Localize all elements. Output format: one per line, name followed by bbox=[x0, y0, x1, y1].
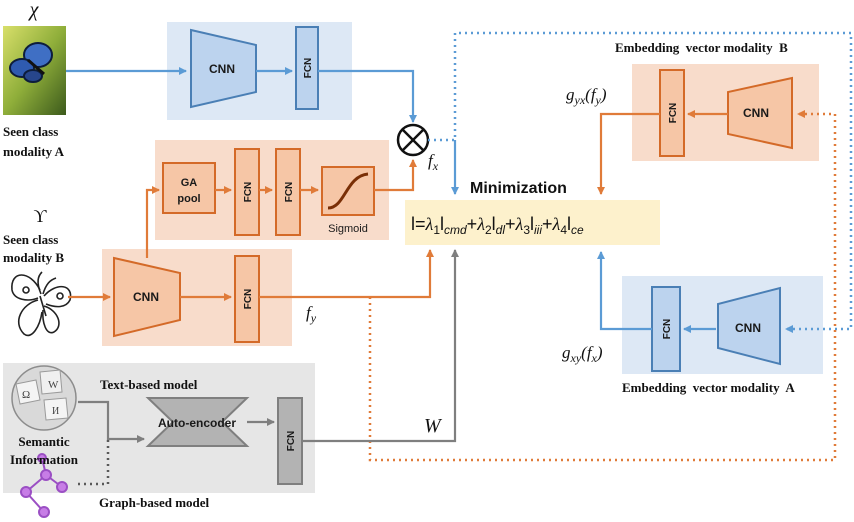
autoencoder-block bbox=[145, 397, 250, 447]
embedding-a-label: Embedding vector modality A bbox=[622, 380, 795, 395]
fcn-block-a bbox=[295, 26, 319, 110]
semantic-line2: Information bbox=[10, 452, 79, 467]
fcn-label-emb-a: FCN bbox=[662, 319, 673, 340]
svg-text:Ω: Ω bbox=[22, 389, 30, 401]
semantic-line1: Semantic bbox=[18, 434, 70, 449]
fcn-label-a: FCN bbox=[303, 58, 314, 79]
ga-pool-block bbox=[162, 162, 216, 214]
seen-a-line1: Seen class bbox=[3, 124, 58, 139]
ga-pool-label-1: GA bbox=[181, 177, 198, 189]
cnn-label-emb-b: CNN bbox=[743, 106, 769, 120]
sigmoid-curve-icon bbox=[327, 172, 369, 210]
g-yx-label: gyx(fy) bbox=[566, 85, 607, 107]
fcn-block-emb-b bbox=[659, 69, 685, 157]
fcn-label-att1: FCN bbox=[243, 182, 254, 203]
fcn-label-sem: FCN bbox=[286, 431, 297, 452]
upsilon-symbol: ϒ bbox=[34, 206, 48, 226]
fcn-block-emb-a bbox=[651, 286, 681, 372]
svg-text:И: И bbox=[52, 406, 59, 417]
text-model-label: Text-based model bbox=[100, 377, 198, 392]
minimization-label: Minimization bbox=[470, 180, 567, 197]
cnn-block-a bbox=[190, 28, 257, 109]
butterfly-photo-icon bbox=[3, 26, 66, 115]
graph-model-label: Graph-based model bbox=[99, 495, 210, 510]
wikipedia-globe-icon: Ω W И bbox=[11, 365, 77, 431]
cnn-block-emb-b bbox=[727, 76, 793, 150]
svg-text:W: W bbox=[48, 379, 59, 391]
formula-box bbox=[405, 200, 660, 245]
w-label: W bbox=[424, 415, 443, 437]
arrows-gray bbox=[78, 249, 459, 443]
sigmoid-label: Sigmoid bbox=[328, 223, 368, 235]
loss-formula: l=λ1lcmd+λ2ldl+λ3liii+λ4lce bbox=[411, 214, 584, 237]
cnn-block-b bbox=[113, 256, 181, 338]
butterfly-sketch-icon bbox=[11, 271, 72, 337]
fcn-label-b: FCN bbox=[243, 289, 254, 310]
ga-pool-label-2: pool bbox=[177, 193, 200, 205]
fx-label: fx bbox=[428, 151, 439, 173]
seen-b-line1: Seen class bbox=[3, 232, 58, 247]
arrows-orange bbox=[68, 110, 728, 301]
cnn-label-a: CNN bbox=[209, 62, 235, 76]
cnn-block-emb-a bbox=[717, 286, 781, 366]
g-xy-label: gxy(fx) bbox=[562, 343, 603, 365]
fcn-block-att1 bbox=[234, 148, 260, 236]
embedding-b-label: Embedding vector modality B bbox=[615, 40, 788, 55]
arrows-orange-dotted bbox=[368, 110, 837, 462]
seen-a-line2: modality A bbox=[3, 144, 65, 159]
multiply-node-icon bbox=[396, 123, 430, 157]
graph-network-icon bbox=[20, 453, 68, 518]
autoencoder-label: Auto-encoder bbox=[158, 416, 236, 430]
fcn-label-att2: FCN bbox=[284, 182, 295, 203]
chi-symbol: χ bbox=[28, 0, 40, 21]
fy-label: fy bbox=[306, 303, 317, 325]
cnn-label-b: CNN bbox=[133, 290, 159, 304]
fcn-block-b bbox=[234, 255, 260, 343]
arrows-blue-dotted bbox=[428, 31, 853, 333]
arrow-graph-dotted bbox=[78, 439, 110, 486]
seen-b-line2: modality B bbox=[3, 250, 64, 265]
arrows-blue bbox=[66, 67, 716, 333]
fcn-label-emb-b: FCN bbox=[668, 103, 679, 124]
fcn-block-att2 bbox=[275, 148, 301, 236]
cnn-label-emb-a: CNN bbox=[735, 321, 761, 335]
